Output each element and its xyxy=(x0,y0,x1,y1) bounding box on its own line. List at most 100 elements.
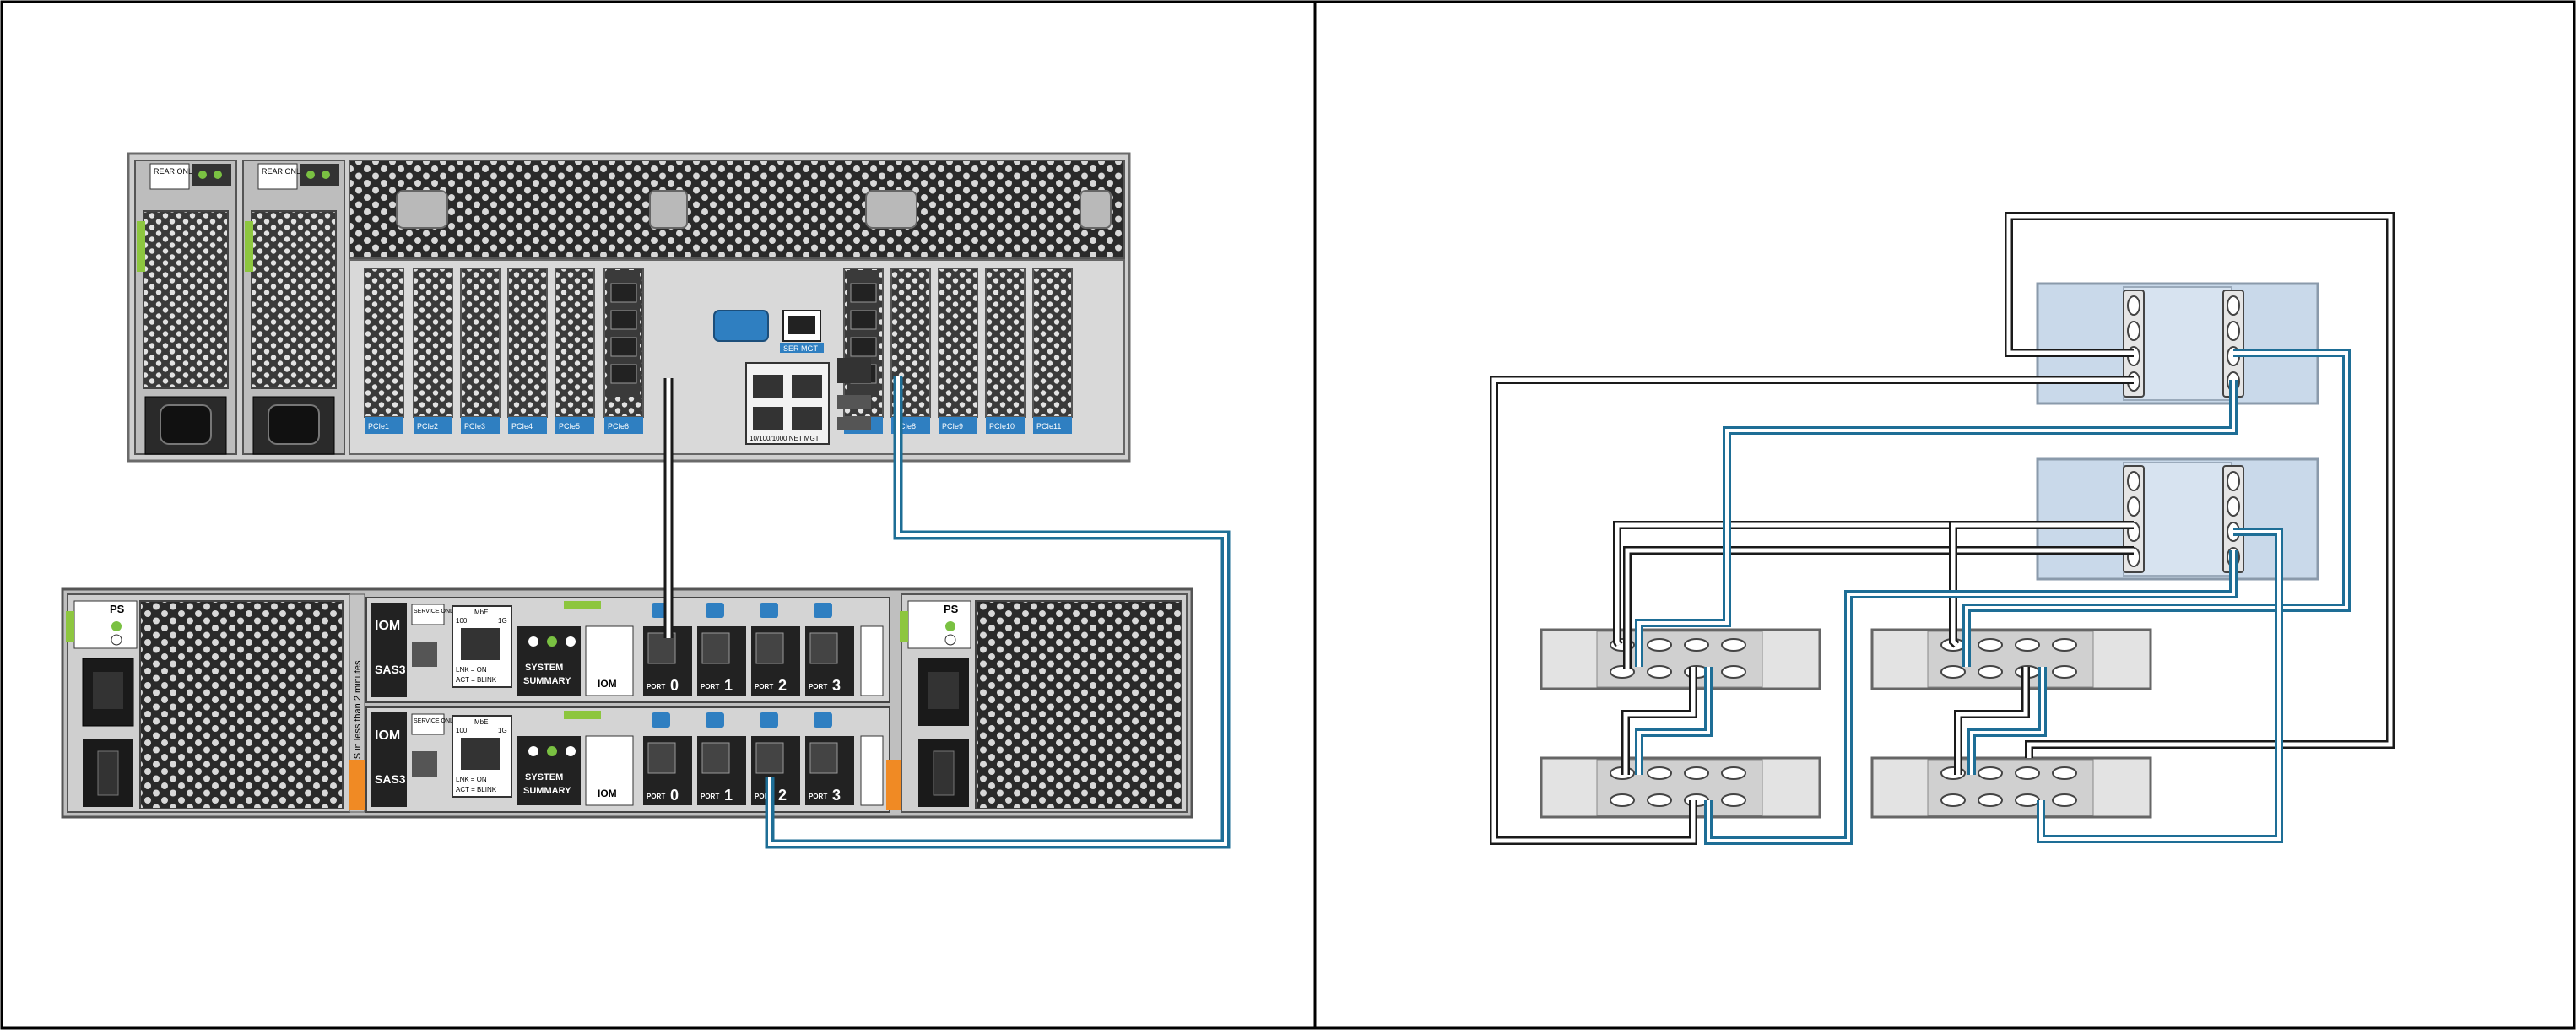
controller-psu-2: REAR ONLY xyxy=(242,160,345,455)
speed-label-1g: 1G xyxy=(498,617,507,625)
port-word: PORT xyxy=(755,793,773,800)
pcie-slot-4: PCIe4 xyxy=(507,268,548,434)
node-2-hba-a xyxy=(2123,465,2145,573)
shelf-port xyxy=(1647,665,1672,679)
port-number: 3 xyxy=(832,677,841,694)
shelf-psu-right: PS xyxy=(886,593,1188,813)
port-indicator-2 xyxy=(760,603,778,618)
psu-1-latch[interactable] xyxy=(137,221,145,272)
hba-port xyxy=(2227,321,2240,341)
pcie-slot-tab xyxy=(1033,417,1072,434)
shelf-port xyxy=(1647,638,1672,652)
pcie-slot-1: PCIe1 xyxy=(364,268,404,434)
pcie-slot-label: PCIe4 xyxy=(511,422,533,430)
shelf-port xyxy=(1940,665,1966,679)
pcie-slot-label: PCIe2 xyxy=(417,422,438,430)
hba-port xyxy=(2227,295,2240,316)
disk-shelf-1 xyxy=(1540,628,1821,690)
cable-black xyxy=(1613,521,2134,647)
port-word: PORT xyxy=(647,793,665,800)
pcie-slot-6: PCIe6 xyxy=(603,268,644,434)
summary-led xyxy=(547,746,557,756)
port-indicator-1 xyxy=(706,603,724,618)
sas-label: SAS3 xyxy=(375,663,406,676)
topology-cables xyxy=(1490,212,2395,845)
hba-port xyxy=(2227,496,2240,517)
port-indicator-3 xyxy=(814,712,832,728)
usb-icon xyxy=(412,751,437,777)
port-word: PORT xyxy=(647,683,665,690)
summary-led xyxy=(547,636,557,647)
sas-port-1 xyxy=(701,632,730,664)
port-number: 3 xyxy=(832,787,841,804)
port-word: PORT xyxy=(701,683,719,690)
shelf-port xyxy=(1978,638,2003,652)
shelf-psu-left-inlet xyxy=(82,658,134,727)
shelf-port xyxy=(2052,793,2077,807)
shelf-port xyxy=(2015,766,2040,780)
pcie-slot-tab xyxy=(365,417,403,434)
shelf-port xyxy=(1647,793,1672,807)
cable-black xyxy=(1954,667,2030,775)
pcie-slot-10: PCIe10 xyxy=(985,268,1026,434)
shelf-port xyxy=(1647,766,1672,780)
system-summary-line1: SYSTEM xyxy=(525,772,563,782)
disk-shelf-2 xyxy=(1870,628,2152,690)
pcie-slot-label: PCIe5 xyxy=(559,422,580,430)
shelf-port xyxy=(1978,766,2003,780)
controller-psu-1: REAR ONLY xyxy=(134,160,237,455)
vga-port xyxy=(713,310,769,342)
shelf-psu-left-latch[interactable] xyxy=(66,611,74,642)
shelf-port xyxy=(1721,793,1746,807)
ser-mgt-label: SER MGT xyxy=(783,344,819,353)
orange-tab-left xyxy=(349,760,365,810)
iom-label: IOM xyxy=(375,728,400,743)
cable-blue xyxy=(1635,667,1713,775)
port-indicator-2 xyxy=(760,712,778,728)
system-summary-line1: SYSTEM xyxy=(525,663,563,673)
sas-port-1 xyxy=(701,742,730,774)
shelf-psu-right-latch[interactable] xyxy=(900,611,908,642)
psu-2-label: REAR ONLY xyxy=(262,167,305,176)
pcie-slot-label: PCIe11 xyxy=(1036,422,1061,430)
pcie-slot-label: PCIe3 xyxy=(464,422,485,430)
pcie-slot-tab xyxy=(461,417,500,434)
fan-handles xyxy=(396,190,1112,229)
controller-node-1 xyxy=(2036,282,2319,405)
shelf-port xyxy=(1721,665,1746,679)
hba-port xyxy=(2127,321,2140,341)
cable-blue xyxy=(1635,380,2238,667)
hba-port xyxy=(2127,471,2140,491)
pcie-slot-label: PCIe1 xyxy=(368,422,389,430)
shelf-port xyxy=(1684,766,1709,780)
port-indicator-3 xyxy=(814,603,832,618)
iom-latch[interactable] xyxy=(564,601,601,609)
net-mgt-label: 10/100/1000 NET MGT xyxy=(750,435,820,442)
shelf-port xyxy=(1721,638,1746,652)
link-legend-2: ACT = BLINK xyxy=(456,676,497,684)
psu-1-label: REAR ONLY xyxy=(154,167,197,176)
shelf-psu-right-label: PS xyxy=(944,603,959,615)
cable-black xyxy=(1621,667,1697,775)
hba-port xyxy=(2127,295,2140,316)
shelf-port xyxy=(1978,665,2003,679)
port-word: PORT xyxy=(701,793,719,800)
sas-port-2 xyxy=(755,632,784,664)
cable-black xyxy=(1623,546,2134,669)
port-number: 1 xyxy=(724,677,733,694)
shelf-port xyxy=(2015,793,2040,807)
psu-1-led xyxy=(198,171,207,179)
speed-label-1g: 1G xyxy=(498,727,507,734)
cable-black xyxy=(2005,212,2395,758)
iom-latch[interactable] xyxy=(564,711,601,719)
cable-blue xyxy=(1704,550,2238,845)
port-number: 2 xyxy=(778,787,787,804)
usb-port-2 xyxy=(837,417,871,430)
psu-2-latch[interactable] xyxy=(245,221,253,272)
cable-blue xyxy=(1967,667,2047,775)
pcie-slot-label: PCIe8 xyxy=(895,422,916,430)
hba-port xyxy=(2127,496,2140,517)
